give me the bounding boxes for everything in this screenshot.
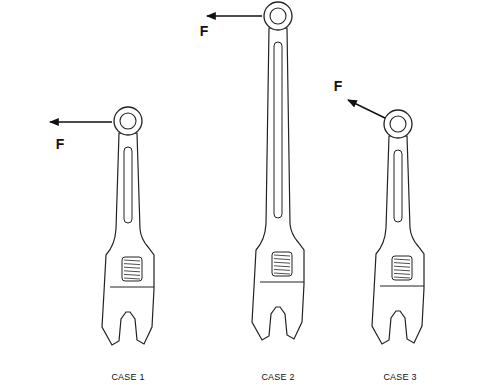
- jaw-seam: [260, 282, 304, 283]
- case-caption: CASE 2: [261, 373, 294, 382]
- jaw-seam: [380, 286, 424, 287]
- jaw-seam: [110, 287, 154, 288]
- gear-thread: [394, 263, 410, 264]
- wrench-ring: [264, 2, 292, 30]
- gear-thread: [274, 259, 290, 260]
- worm-gear: [272, 252, 292, 276]
- case-caption: CASE 3: [383, 373, 416, 382]
- handle-slot: [394, 150, 402, 222]
- gear-thread: [124, 264, 140, 265]
- force-label: F: [334, 79, 343, 93]
- gear-thread: [274, 269, 290, 270]
- gear-thread: [124, 278, 140, 279]
- gear-thread: [394, 277, 410, 278]
- gear-thread: [274, 266, 290, 267]
- gear-thread: [124, 260, 140, 261]
- wrench-body: [372, 136, 424, 344]
- force-arrow: [50, 121, 112, 122]
- gear-thread: [274, 273, 290, 274]
- force-arrow: [207, 15, 262, 16]
- wrench-ring: [114, 107, 142, 135]
- gear-thread: [274, 262, 290, 263]
- ring-hole: [120, 113, 136, 129]
- wrench-body: [252, 28, 304, 340]
- gear-thread: [394, 259, 410, 260]
- adjustable-wrench: [372, 110, 424, 344]
- worm-gear: [122, 257, 142, 281]
- adjustable-wrench: [252, 2, 304, 340]
- handle-slot: [124, 147, 132, 223]
- force-label: F: [56, 137, 65, 151]
- gear-thread: [394, 270, 410, 271]
- gear-thread: [274, 255, 290, 256]
- case-caption: CASE 1: [111, 373, 144, 382]
- gear-thread: [394, 273, 410, 274]
- gear-thread: [394, 266, 410, 267]
- ring-hole: [270, 8, 286, 24]
- wrench-body: [102, 133, 154, 345]
- adjustable-wrench: [102, 107, 154, 345]
- force-arrow: [348, 100, 385, 118]
- gear-thread: [124, 271, 140, 272]
- gear-thread: [124, 274, 140, 275]
- gear-thread: [124, 267, 140, 268]
- handle-slot: [274, 42, 282, 218]
- wrench-ring: [384, 110, 412, 138]
- worm-gear: [392, 256, 412, 280]
- force-label: F: [200, 24, 209, 38]
- ring-hole: [390, 116, 406, 132]
